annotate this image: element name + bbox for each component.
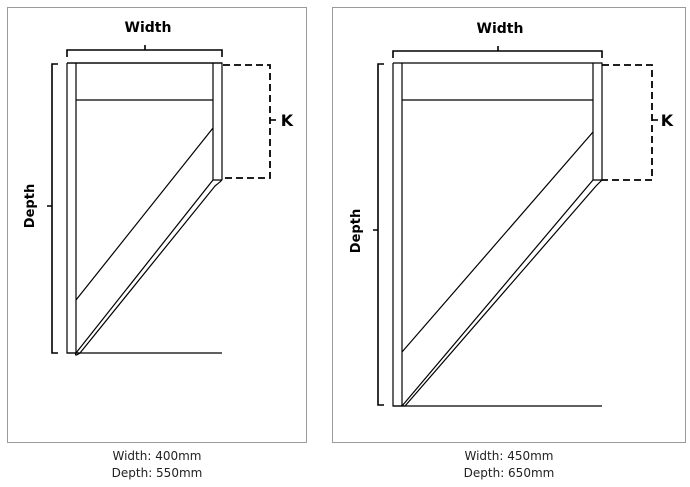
caption-width: Width: 450mm	[464, 449, 554, 463]
width-label: Width	[125, 20, 172, 36]
caption-right: Width: 450mm Depth: 650mm	[409, 448, 609, 482]
depth-label: Depth	[349, 209, 364, 253]
shelf-body	[66, 62, 223, 356]
k-dimension	[602, 64, 653, 181]
depth-label: Depth	[23, 184, 38, 228]
depth-bracket	[47, 63, 58, 354]
depth-bracket	[373, 63, 384, 406]
shelf-body	[392, 62, 603, 407]
k-dimension	[223, 64, 271, 179]
k-label: K	[281, 111, 294, 130]
caption-depth: Depth: 650mm	[463, 466, 555, 480]
diagram-panel-right	[332, 7, 686, 443]
caption-depth: Depth: 550mm	[111, 466, 203, 480]
width-bracket	[392, 46, 603, 58]
caption-left: Width: 400mm Depth: 550mm	[57, 448, 257, 482]
width-bracket	[66, 45, 223, 57]
diagram-panel-left	[7, 7, 307, 443]
k-label: K	[661, 111, 674, 130]
width-label: Width	[477, 21, 524, 37]
caption-width: Width: 400mm	[112, 449, 202, 463]
